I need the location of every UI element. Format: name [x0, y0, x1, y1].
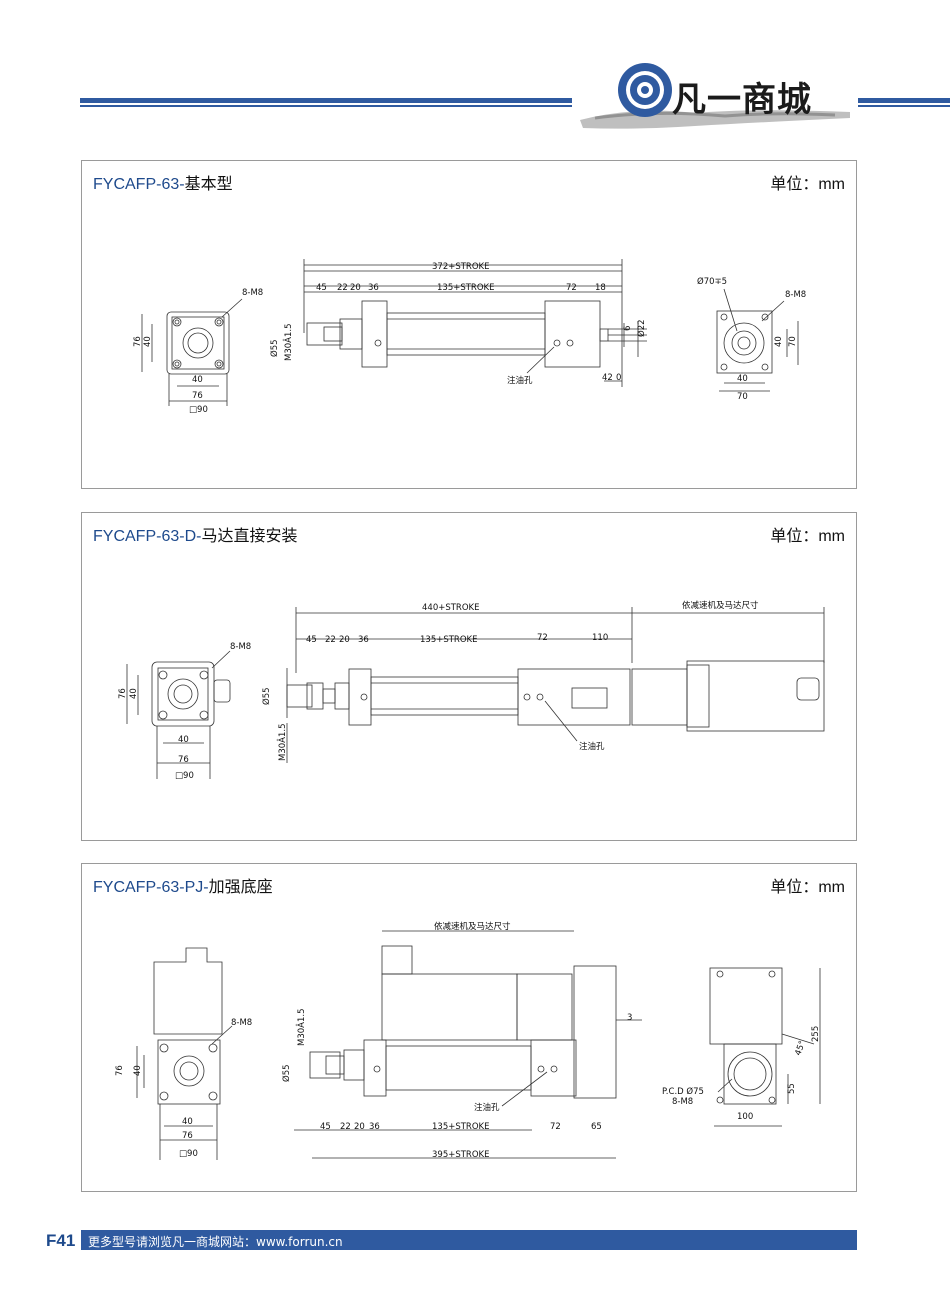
brand-logo [575, 58, 860, 138]
dim-18: 18 [595, 283, 606, 293]
drawing-direct-motor: 440+STROKE 依减速机及马达尺寸 45 22 20 36 135+STR… [118, 600, 825, 781]
front-76v: 76 [115, 1065, 125, 1076]
dim-36: 36 [358, 635, 369, 645]
dim-total: 395+STROKE [432, 1150, 489, 1160]
dim-20: 20 [339, 635, 350, 645]
panel-title: FYCAFP-63-PJ-加强底座 [93, 873, 273, 897]
dim-phi55: Ø55 [261, 687, 272, 705]
unit-label: 单位：mm [770, 879, 845, 896]
dim-20: 20 [350, 283, 361, 293]
front-76h: 76 [182, 1131, 193, 1141]
model-code: FYCAFP-63-D- [93, 528, 202, 545]
front-76h: 76 [178, 755, 189, 765]
brand-text: 凡一商城 [672, 80, 812, 120]
footer-text: 更多型号请浏览凡一商城网站：www.forrun.cn [88, 1235, 343, 1249]
oil-hole-label: 注油孔 [579, 741, 605, 752]
side-55: 55 [787, 1083, 797, 1094]
front-40v: 40 [129, 688, 139, 699]
front-40v: 40 [143, 336, 153, 347]
dim-m30: M30Â1.5 [276, 724, 288, 761]
header-bar-right-thin [858, 105, 950, 107]
dim-stroke: 135+STROKE [437, 283, 494, 293]
footer-bar: 更多型号请浏览凡一商城网站：www.forrun.cn [81, 1230, 857, 1250]
dim-3: 3 [627, 1013, 632, 1023]
dim-m30: M30Â1.5 [282, 324, 294, 361]
dim-72: 72 [566, 283, 577, 293]
dim-22: 22 [337, 283, 348, 293]
bearing-icon [618, 63, 672, 117]
side-m8: 8-M8 [672, 1097, 693, 1107]
front-m8: 8-M8 [242, 288, 263, 298]
header-bar-right-thick [858, 98, 950, 103]
dim-6: 6 [623, 326, 633, 331]
drawing-basic: 372+STROKE 45 22 20 36 135+STROKE 72 18 … [133, 259, 806, 415]
front-sq90: □90 [179, 1149, 198, 1159]
dim-phi55: Ø55 [281, 1064, 292, 1082]
side-100: 100 [737, 1112, 753, 1122]
side-70v: 70 [788, 336, 798, 347]
dim-phi22: Ø22 [636, 319, 647, 337]
dim-72: 72 [537, 633, 548, 643]
side-pcd: P.C.D Ø75 [662, 1086, 704, 1097]
dim-110: 110 [592, 633, 608, 643]
dim-45: 45 [306, 635, 317, 645]
oil-hole-label: 注油孔 [474, 1102, 500, 1113]
drawing-reinforced-base: 依减速机及马达尺寸 3 M30Â1.5 Ø55 注油孔 45 22 20 36 … [115, 921, 821, 1160]
front-76v: 76 [118, 688, 128, 699]
side-70h: 70 [737, 392, 748, 402]
front-76h: 76 [192, 391, 203, 401]
dim-stroke: 135+STROKE [420, 635, 477, 645]
model-name: 马达直接安装 [201, 528, 298, 545]
front-40h: 40 [178, 735, 189, 745]
oil-hole-label: 注油孔 [507, 375, 533, 386]
dim-45: 45 [316, 283, 327, 293]
dim-m30: M30Â1.5 [295, 1009, 307, 1046]
panel-title: FYCAFP-63-D-马达直接安装 [93, 522, 297, 546]
dim-22: 22 [325, 635, 336, 645]
side-40h: 40 [737, 374, 748, 384]
front-40h: 40 [192, 375, 203, 385]
model-name: 基本型 [184, 176, 233, 193]
panel-basic: FYCAFP-63-基本型 单位：mm [81, 160, 857, 489]
dim-65: 65 [591, 1122, 602, 1132]
dim-45: 45 [320, 1122, 331, 1132]
dim-phi55: Ø55 [269, 339, 280, 357]
panel-direct-motor: FYCAFP-63-D-马达直接安装 单位：mm [81, 512, 857, 841]
header-bar-left-thick [80, 98, 572, 103]
dim-stroke: 135+STROKE [432, 1122, 489, 1132]
side-45: 45° [793, 1039, 808, 1057]
panel-reinforced-base: FYCAFP-63-PJ-加强底座 单位：mm [81, 863, 857, 1192]
front-40v: 40 [133, 1065, 143, 1076]
unit-label: 单位：mm [770, 176, 845, 193]
front-sq90: □90 [175, 771, 194, 781]
side-m8: 8-M8 [785, 290, 806, 300]
dim-total: 440+STROKE [422, 603, 479, 613]
dim-42: 42 [602, 373, 613, 383]
dim-total: 372+STROKE [432, 262, 489, 272]
dim-36: 36 [368, 283, 379, 293]
header-bar-left-thin [80, 105, 572, 107]
panel-title: FYCAFP-63-基本型 [93, 170, 233, 194]
front-sq90: □90 [189, 405, 208, 415]
front-76v: 76 [133, 336, 143, 347]
dim-36: 36 [369, 1122, 380, 1132]
dim-22: 22 [340, 1122, 351, 1132]
front-m8: 8-M8 [231, 1018, 252, 1028]
dim-72: 72 [550, 1122, 561, 1132]
dim-0: 0 [616, 373, 621, 383]
side-phi70: Ø70∓5 [697, 276, 727, 287]
dim-motor: 依减速机及马达尺寸 [434, 921, 511, 932]
page-number: F41 [46, 1231, 76, 1250]
front-m8: 8-M8 [230, 642, 251, 652]
unit-label: 单位：mm [770, 528, 845, 545]
dim-20: 20 [354, 1122, 365, 1132]
front-40h: 40 [182, 1117, 193, 1127]
model-code: FYCAFP-63-PJ- [93, 879, 209, 896]
side-40v: 40 [774, 336, 784, 347]
dim-motor: 依减速机及马达尺寸 [682, 600, 759, 611]
side-255: 255 [811, 1026, 821, 1042]
model-code: FYCAFP-63- [93, 176, 185, 193]
model-name: 加强底座 [208, 879, 273, 896]
